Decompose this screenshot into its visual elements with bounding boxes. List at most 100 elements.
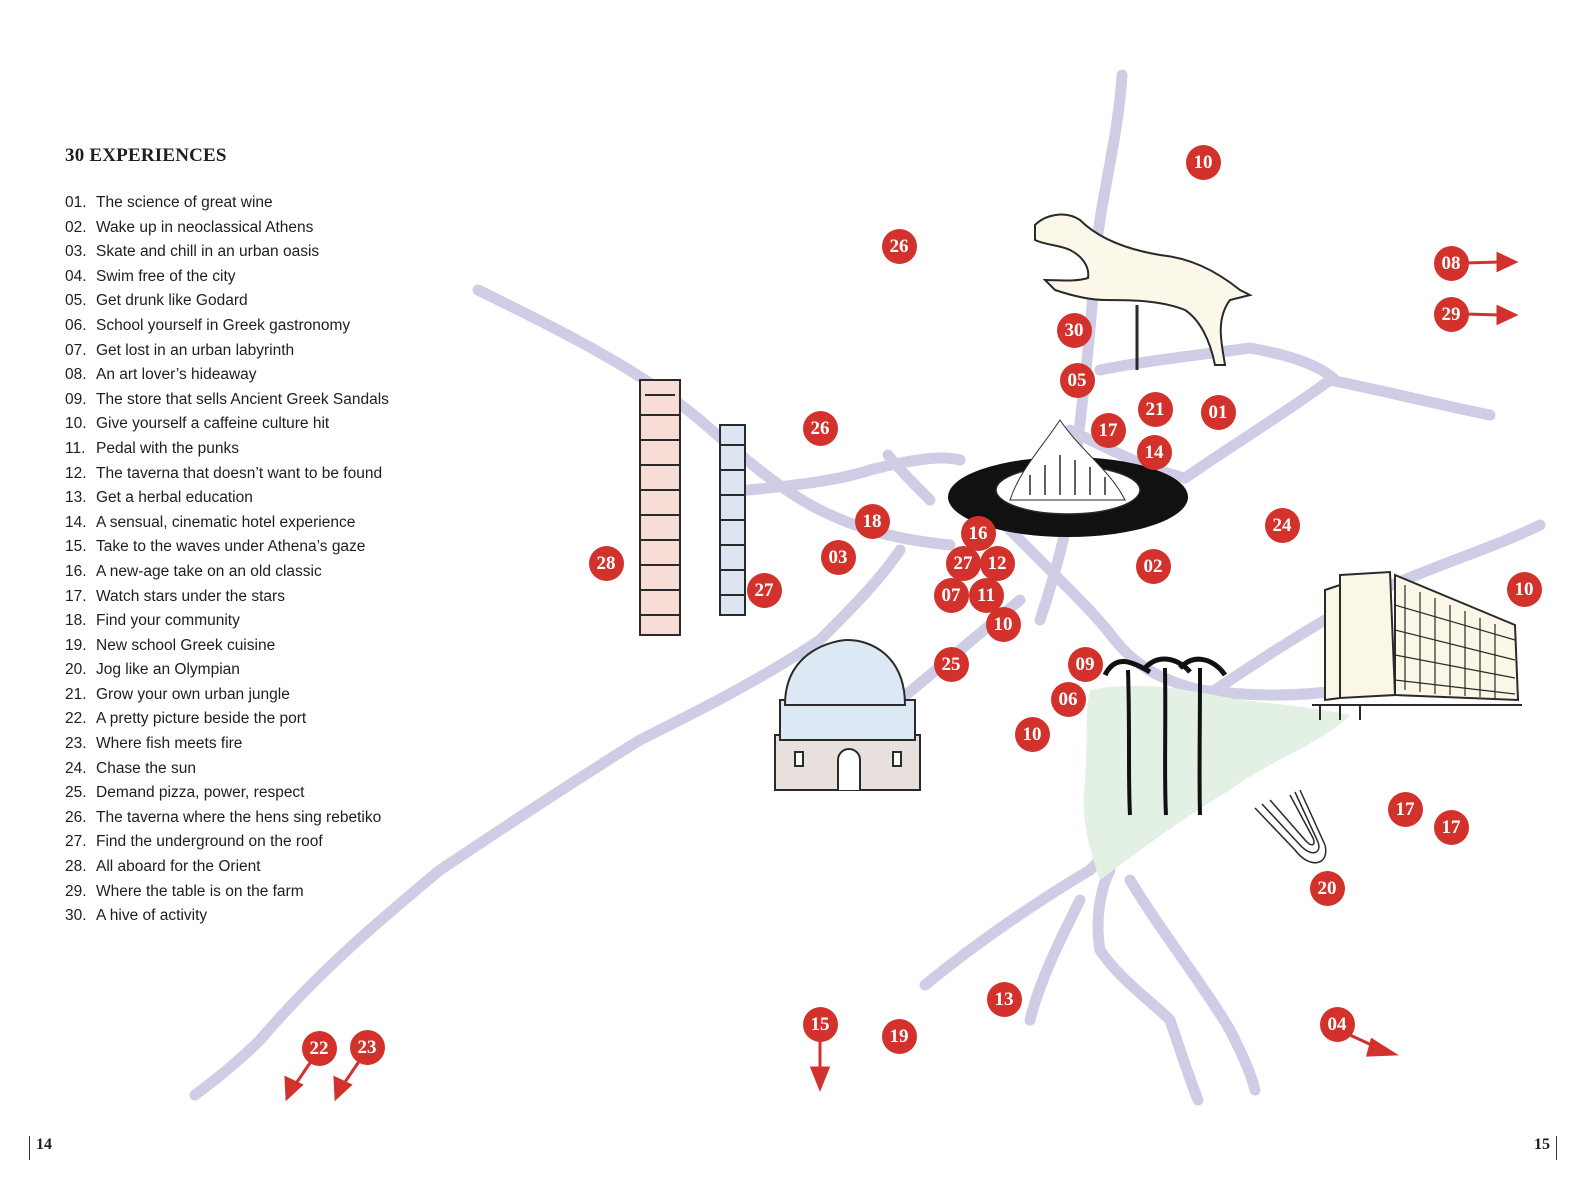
direction-arrows [284, 251, 1519, 1102]
experience-text: A new-age take on an old classic [96, 562, 322, 580]
park-area [1083, 685, 1350, 880]
map-marker-17[interactable]: 17 [1090, 412, 1126, 448]
experience-number: 19. [65, 636, 87, 654]
experience-item: 22.A pretty picture beside the port [65, 709, 389, 734]
map-marker-20[interactable]: 20 [1309, 870, 1345, 906]
map-marker-10[interactable]: 10 [1506, 571, 1542, 607]
experience-number: 24. [65, 759, 87, 777]
experience-item: 06. School yourself in Greek gastronomy [65, 316, 389, 341]
map-marker-30[interactable]: 30 [1056, 312, 1092, 348]
experience-text: Where fish meets fire [96, 735, 243, 753]
experience-text: Where the table is on the farm [96, 882, 304, 900]
map-marker-08[interactable]: 08 [1433, 245, 1469, 281]
experience-number: 09. [65, 390, 87, 408]
map-marker-05[interactable]: 05 [1059, 362, 1095, 398]
map-marker-27[interactable]: 27 [746, 572, 782, 608]
map-marker-19[interactable]: 19 [881, 1018, 917, 1054]
track-icon [1254, 789, 1327, 864]
palm-trees-icon [1102, 656, 1228, 816]
experience-item: 05.Get drunk like Godard [65, 291, 389, 316]
experience-number: 06. [65, 316, 87, 334]
map-marker-18[interactable]: 18 [854, 503, 890, 539]
page-number-left: 14 [29, 1136, 52, 1160]
experience-text: Grow your own urban jungle [96, 685, 290, 703]
experience-number: 22. [65, 710, 87, 728]
page-number-right: 15 [1534, 1136, 1557, 1160]
horse-sculpture-icon [1034, 213, 1253, 370]
experience-text: A sensual, cinematic hotel experience [96, 513, 356, 531]
map-marker-07[interactable]: 07 [933, 577, 969, 613]
experience-item: 11.Pedal with the punks [65, 439, 389, 464]
experience-item: 07. Get lost in an urban labyrinth [65, 341, 389, 366]
map-marker-23[interactable]: 23 [349, 1029, 385, 1065]
map-marker-14[interactable]: 14 [1136, 434, 1172, 470]
experience-text: Swim free of the city [96, 267, 236, 285]
map-marker-04[interactable]: 04 [1319, 1006, 1355, 1042]
experience-text: Skate and chill in an urban oasis [96, 243, 320, 261]
map-marker-06[interactable]: 06 [1050, 681, 1086, 717]
map-marker-13[interactable]: 13 [986, 981, 1022, 1017]
experience-text: Demand pizza, power, respect [96, 784, 305, 802]
map-marker-12[interactable]: 12 [979, 545, 1015, 581]
experience-number: 28. [65, 858, 87, 876]
map-marker-28[interactable]: 28 [588, 545, 624, 581]
map-marker-09[interactable]: 09 [1067, 646, 1103, 682]
experience-text: The taverna where the hens sing rebetiko [96, 808, 382, 826]
experience-text: School yourself in Greek gastronomy [96, 316, 351, 334]
experience-text: An art lover’s hideaway [96, 366, 257, 384]
experience-text: A hive of activity [96, 907, 208, 925]
experience-text: Get drunk like Godard [96, 292, 248, 310]
map-marker-21[interactable]: 21 [1137, 391, 1173, 427]
map-marker-17[interactable]: 17 [1387, 791, 1423, 827]
experience-number: 29. [65, 882, 87, 900]
experience-item: 27. Find the underground on the roof [65, 832, 389, 857]
experience-item: 30.A hive of activity [65, 906, 389, 931]
experience-item: 14.A sensual, cinematic hotel experience [65, 513, 389, 538]
experience-number: 15. [65, 538, 87, 556]
experience-item: 18. Find your community [65, 611, 389, 636]
experience-item: 28.All aboard for the Orient [65, 857, 389, 882]
experience-number: 26. [65, 808, 87, 826]
experience-number: 17. [65, 587, 87, 605]
map-marker-01[interactable]: 01 [1200, 394, 1236, 430]
experience-number: 16. [65, 562, 87, 580]
experience-number: 27. [65, 833, 87, 851]
map-marker-27[interactable]: 27 [945, 545, 981, 581]
map-marker-16[interactable]: 16 [960, 515, 996, 551]
map-marker-26[interactable]: 26 [802, 410, 838, 446]
experience-item: 01.The science of great wine [65, 193, 389, 218]
map-marker-24[interactable]: 24 [1264, 507, 1300, 543]
experience-text: Find your community [96, 612, 240, 630]
map-marker-10[interactable]: 10 [1185, 144, 1221, 180]
experience-number: 12. [65, 464, 87, 482]
observatory-icon [774, 638, 921, 791]
experience-number: 20. [65, 661, 87, 679]
map-marker-17[interactable]: 17 [1433, 809, 1469, 845]
experience-item: 02.Wake up in neoclassical Athens [65, 218, 389, 243]
experience-number: 07. [65, 341, 87, 359]
map-marker-22[interactable]: 22 [301, 1030, 337, 1066]
map-marker-15[interactable]: 15 [802, 1006, 838, 1042]
experience-number: 25. [65, 784, 87, 802]
map-marker-29[interactable]: 29 [1433, 296, 1469, 332]
map-marker-11[interactable]: 11 [968, 577, 1004, 613]
map-marker-26[interactable]: 26 [881, 228, 917, 264]
map-marker-10[interactable]: 10 [1014, 716, 1050, 752]
experience-item: 29. Where the table is on the farm [65, 882, 389, 907]
map-marker-02[interactable]: 02 [1135, 548, 1171, 584]
experience-text: Pedal with the punks [96, 439, 240, 457]
map-marker-25[interactable]: 25 [933, 646, 969, 682]
experience-number: 03. [65, 243, 87, 261]
experience-text: The science of great wine [96, 194, 273, 211]
experience-item: 21.Grow your own urban jungle [65, 685, 389, 710]
map-marker-03[interactable]: 03 [820, 539, 856, 575]
experience-item: 19.New school Greek cuisine [65, 636, 389, 661]
experience-text: The store that sells Ancient Greek Sanda… [96, 390, 389, 408]
experience-text: The taverna that doesn’t want to be foun… [96, 464, 383, 482]
experience-text: Find the underground on the roof [96, 833, 323, 851]
experience-number: 18. [65, 612, 87, 630]
experiences-heading: 30 EXPERIENCES [65, 145, 227, 166]
experience-text: Get lost in an urban labyrinth [96, 341, 295, 359]
map-marker-10[interactable]: 10 [985, 606, 1021, 642]
